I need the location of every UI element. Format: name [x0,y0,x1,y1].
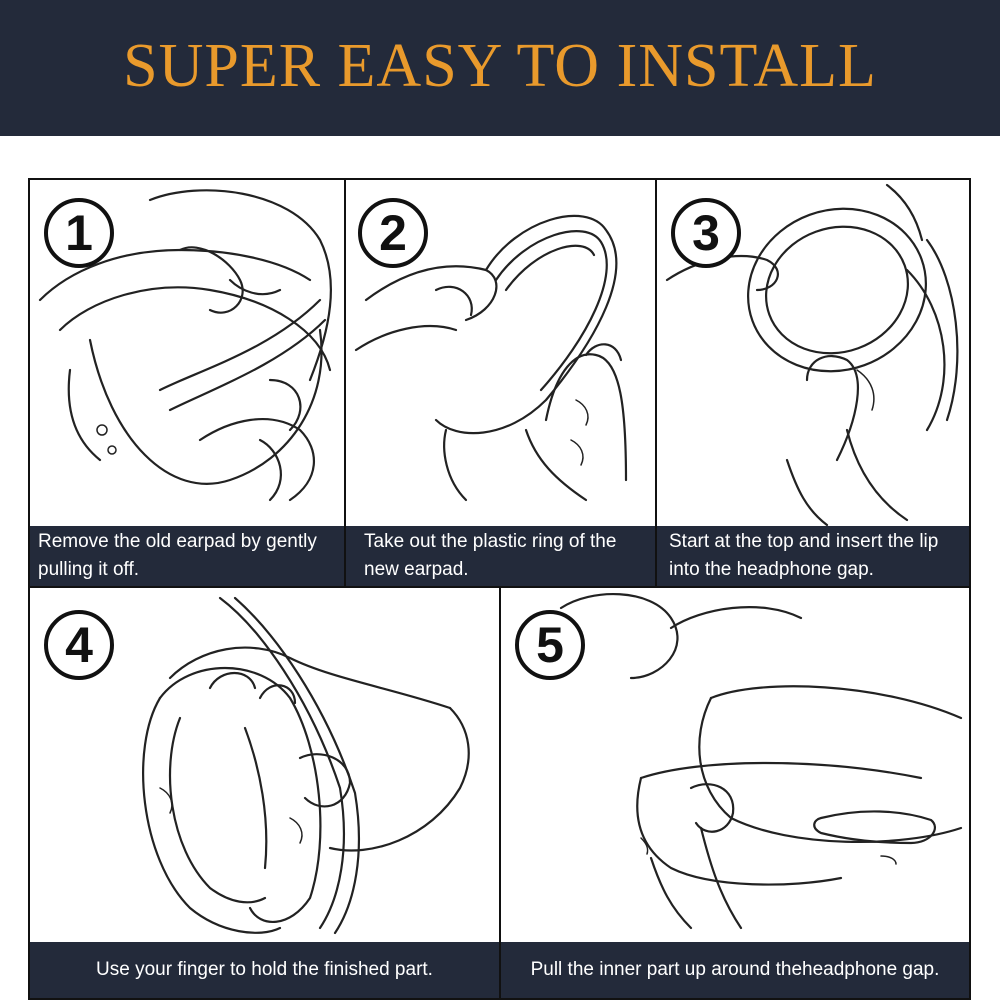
step-4-caption: Use your finger to hold the finished par… [96,959,433,980]
step-panel-2: 2 Take out the plastic ring of the new e… [344,178,657,588]
step-3-caption-bar: Start at the top and insert the lip into… [657,526,969,586]
step-5-number-badge: 5 [515,610,585,680]
page-title: SUPER EASY TO INSTALL [123,32,877,100]
step-2-number-badge: 2 [358,198,428,268]
step-4-caption-bar: Use your finger to hold the finished par… [30,942,499,998]
step-2-caption: Take out the plastic ring of the new ear… [364,531,617,580]
step-3-caption: Start at the top and insert the lip into… [669,531,939,580]
step-5-caption-bar: Pull the inner part up around theheadpho… [501,942,969,998]
step-1-illustration [38,189,333,502]
step-panel-5: 5 Pull the inner part up around theheadp… [499,586,971,1000]
step-3-illustration [665,183,959,527]
header-banner: SUPER EASY TO INSTALL [0,0,1000,136]
step-4-number-badge: 4 [44,610,114,680]
step-5-illustration [559,593,963,930]
step-3-number-badge: 3 [671,198,741,268]
step-panel-1: 1 Remove the old earpad by gently pullin… [28,178,346,588]
step-panel-4: 4 Use your finger to hold the finished p… [28,586,501,1000]
step-2-illustration [354,214,628,502]
step-5-caption: Pull the inner part up around theheadpho… [530,959,940,980]
step-panel-3: 3 Start at the top and insert the lip in… [655,178,971,588]
step-1-number-badge: 1 [44,198,114,268]
step-4-illustration [142,596,470,935]
step-1-caption: Remove the old earpad by gently pulling … [38,531,317,580]
step-2-caption-bar: Take out the plastic ring of the new ear… [346,526,655,586]
step-1-caption-bar: Remove the old earpad by gently pulling … [30,526,344,586]
